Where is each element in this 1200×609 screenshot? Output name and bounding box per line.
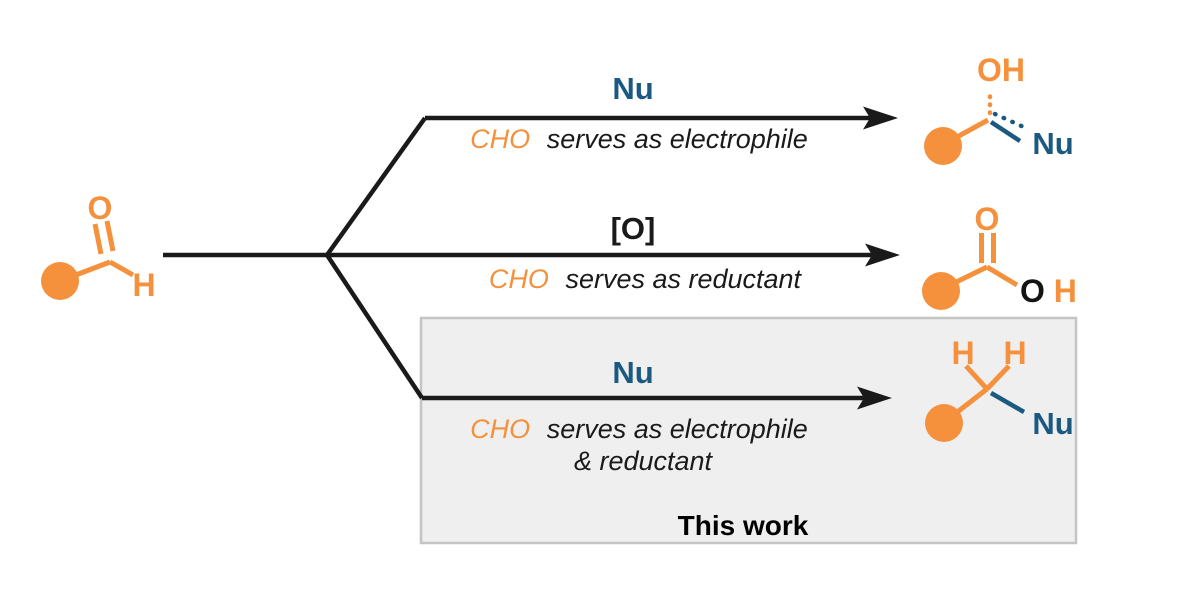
substituent-ball [922,272,960,310]
hydroxyl-label: O H [1020,273,1077,309]
double-bond-line [92,223,104,255]
hydrogen-atom-label: H [1003,335,1026,371]
hydrogen-atom-label: H [951,335,974,371]
cho-label: CHO [470,124,530,154]
pathway-middle-labels: [O] CHO serves as reductant [489,211,803,294]
hydrogen-atom-label: H [132,267,155,303]
caption-bottom-line1: CHO serves as electrophile [470,414,808,444]
double-bond-line [104,220,116,252]
caption-bottom-line2: & reductant [574,446,714,476]
bond [108,259,135,278]
bond [945,387,989,422]
pathway-bottom-labels: Nu CHO serves as electrophile & reductan… [470,355,809,541]
branch-line-top [325,116,427,257]
caption-top: CHO serves as electrophile [470,124,808,154]
start-aldehyde-molecule: O H [41,190,156,303]
arrowhead-top [863,106,898,130]
pathway-top-labels: Nu CHO serves as electrophile [470,71,808,154]
hydrogen-atom-label: H [1054,273,1077,309]
caption-text: serves as electrophile [547,414,808,444]
branch-lines [163,106,900,410]
oxygen-atom-label: O [1020,273,1045,309]
caption-text: serves as reductant [565,264,802,294]
caption-text: serves as electrophile [547,124,808,154]
cho-label: CHO [489,264,549,294]
cho-label: CHO [470,414,530,444]
arrowhead-bottom [857,386,892,410]
reagent-label-oxidant: [O] [611,211,656,246]
oxygen-atom-label: O [88,190,113,226]
hydroxyl-label: OH [977,52,1025,88]
product-top-alcohol: OH Nu [924,52,1074,165]
bond [59,259,111,284]
dotted-bond-to-nu [992,111,1031,132]
bond [985,264,1019,288]
bond-to-nu [989,120,1022,143]
bond-to-h [964,364,989,391]
bond-to-nu [989,391,1026,414]
branch-line-bottom [325,253,424,400]
substituent-ball [924,127,962,165]
bond [944,117,990,146]
this-work-highlight-box [419,316,1078,545]
product-middle-acid: O O H [922,201,1077,310]
nu-label: Nu [1032,406,1073,441]
caption-middle: CHO serves as reductant [489,264,803,294]
bond [942,264,989,291]
product-bottom-ch2nu: H H Nu [925,335,1074,442]
carbonyl-oxygen-label: O [975,201,1000,237]
this-work-label: This work [678,510,809,541]
arrowhead-middle [865,243,900,267]
bond-to-h [985,364,1011,391]
nu-label: Nu [1032,126,1073,161]
reagent-label-nu-top: Nu [612,71,653,106]
reagent-label-nu-bottom: Nu [612,355,653,390]
